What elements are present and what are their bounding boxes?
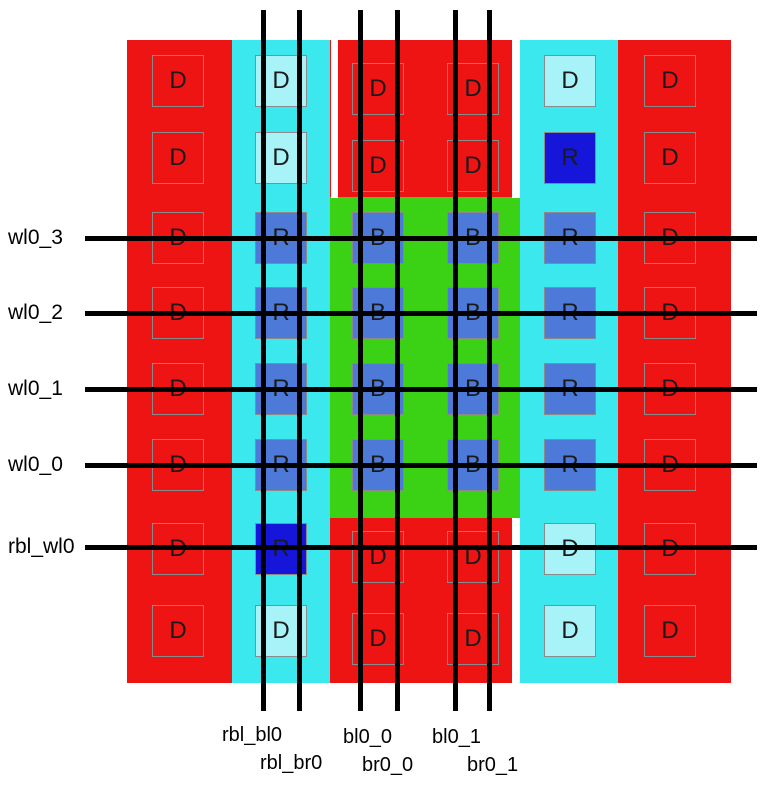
layout-cell-d-r1-c5: D bbox=[644, 132, 696, 184]
layout-cell-d-r7-c0: D bbox=[152, 605, 204, 657]
bitline-label-rbl_bl0: rbl_bl0 bbox=[222, 724, 283, 746]
layout-cell-d-r6-c2: D bbox=[352, 531, 404, 583]
layout-cell-d-r7-c4: D bbox=[544, 605, 596, 657]
layout-cell-d-r0-c0: D bbox=[152, 55, 204, 107]
gap-top-left bbox=[331, 40, 338, 198]
bitline-wire-br0_1 bbox=[486, 10, 492, 711]
wordline-label-rbl_wl0: rbl_wl0 bbox=[8, 535, 75, 558]
layout-cell-r-r1-c4: R bbox=[544, 132, 596, 184]
bitline-label-bl0_1: bl0_1 bbox=[432, 726, 481, 748]
wordline-wire-wl0_0 bbox=[85, 462, 757, 468]
bitline-label-bl0_0: bl0_0 bbox=[343, 726, 392, 748]
bitline-wire-rbl_br0 bbox=[296, 10, 302, 711]
bitline-label-br0_0: br0_0 bbox=[362, 754, 414, 776]
layout-cell-d-r7-c3: D bbox=[447, 613, 499, 665]
bitline-wire-bl0_1 bbox=[452, 10, 458, 711]
bitline-label-br0_1: br0_1 bbox=[467, 754, 519, 776]
wordline-wire-rbl_wl0 bbox=[85, 544, 757, 550]
bitline-wire-bl0_0 bbox=[357, 10, 363, 711]
layout-cell-d-r1-c3: D bbox=[447, 140, 499, 192]
wordline-label-wl0_1: wl0_1 bbox=[8, 377, 63, 400]
bitline-wire-br0_0 bbox=[394, 10, 400, 711]
layout-cell-d-r7-c5: D bbox=[644, 605, 696, 657]
layout-cell-d-r0-c2: D bbox=[352, 63, 404, 115]
wordline-label-wl0_0: wl0_0 bbox=[8, 453, 63, 476]
gap-top-right bbox=[512, 40, 520, 198]
wordline-wire-wl0_2 bbox=[85, 310, 757, 316]
layout-cell-d-r1-c0: D bbox=[152, 132, 204, 184]
bitline-wire-rbl_bl0 bbox=[260, 10, 266, 711]
layout-cell-d-r0-c3: D bbox=[447, 63, 499, 115]
wordline-wire-wl0_1 bbox=[85, 386, 757, 392]
layout-cell-d-r1-c2: D bbox=[352, 140, 404, 192]
bitline-label-rbl_br0: rbl_br0 bbox=[260, 752, 323, 774]
layout-cell-d-r0-c5: D bbox=[644, 55, 696, 107]
gap-bottom-right bbox=[512, 518, 520, 683]
layout-cell-d-r7-c2: D bbox=[352, 613, 404, 665]
wordline-label-wl0_3: wl0_3 bbox=[8, 226, 63, 249]
layout-cell-d-r6-c3: D bbox=[447, 531, 499, 583]
wordline-label-wl0_2: wl0_2 bbox=[8, 301, 63, 324]
wordline-wire-wl0_3 bbox=[85, 235, 757, 241]
layout-cell-d-r0-c4: D bbox=[544, 55, 596, 107]
